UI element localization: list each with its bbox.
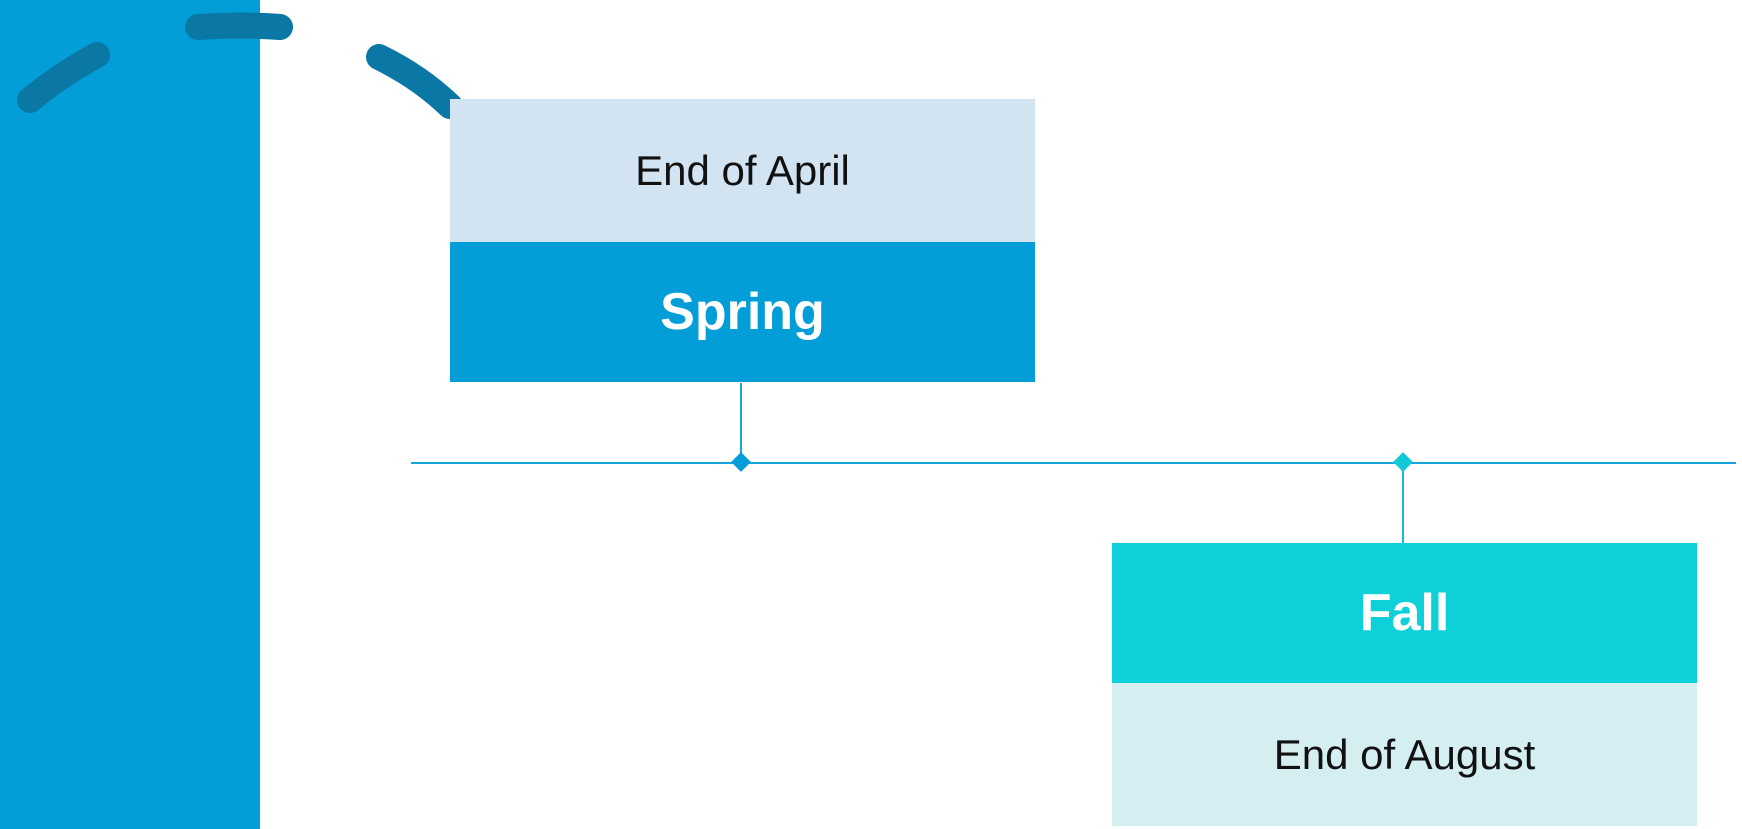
side-color-bar	[0, 0, 260, 829]
spring-milestone-card: End of April Spring	[450, 99, 1035, 382]
arc-segment-right	[366, 44, 463, 119]
spring-milestone-marker	[731, 452, 751, 472]
spring-connector	[740, 383, 742, 461]
fall-milestone-marker	[1393, 452, 1413, 472]
fall-date-label: End of August	[1112, 683, 1697, 826]
timeline-axis	[411, 462, 1736, 464]
fall-milestone-card: Fall End of August	[1112, 543, 1697, 826]
spring-season-label: Spring	[450, 242, 1035, 382]
fall-connector	[1402, 466, 1404, 544]
fall-season-label: Fall	[1112, 543, 1697, 683]
spring-date-label: End of April	[450, 99, 1035, 242]
